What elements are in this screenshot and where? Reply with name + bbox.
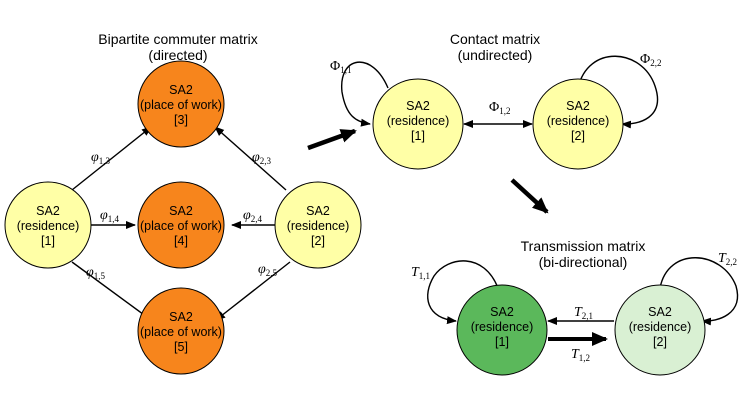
svg-text:[1]: [1] bbox=[411, 129, 425, 143]
svg-text:SA2: SA2 bbox=[490, 305, 514, 319]
label-phi-1-4: φ1,4 bbox=[100, 208, 120, 224]
edge-2-5 bbox=[215, 261, 291, 321]
flow-arrow-to-transmission bbox=[510, 178, 549, 214]
svg-text:SA2: SA2 bbox=[566, 99, 590, 113]
svg-text:SA2: SA2 bbox=[169, 204, 193, 218]
svg-text:(residence): (residence) bbox=[471, 320, 534, 334]
node-residence-2: SA2 (residence) [2] bbox=[274, 181, 362, 269]
bipartite-title-line2: (directed) bbox=[148, 47, 207, 63]
svg-text:(residence): (residence) bbox=[547, 114, 610, 128]
flow-arrow-to-contact bbox=[307, 128, 357, 151]
node-work-3: SA2 (place of work) [3] bbox=[137, 60, 225, 148]
svg-text:(residence): (residence) bbox=[387, 114, 450, 128]
svg-text:(place of work): (place of work) bbox=[140, 325, 222, 339]
svg-text:(residence): (residence) bbox=[287, 219, 350, 233]
label-phi-2-5: φ2,5 bbox=[258, 262, 278, 278]
label-Phi-1-1: Φ1,1 bbox=[330, 59, 351, 75]
svg-text:(place of work): (place of work) bbox=[140, 219, 222, 233]
edge-contact-self-2 bbox=[577, 55, 658, 129]
edge-1-5 bbox=[71, 261, 152, 321]
edge-transmission-self-1 bbox=[427, 260, 499, 325]
svg-text:SA2: SA2 bbox=[306, 204, 330, 218]
node-work-5: SA2 (place of work) [5] bbox=[137, 287, 225, 375]
svg-text:SA2: SA2 bbox=[648, 305, 672, 319]
svg-text:SA2: SA2 bbox=[406, 99, 430, 113]
label-T-2-1: T2,1 bbox=[574, 305, 593, 321]
edge-contact-self-1 bbox=[341, 61, 389, 127]
svg-text:[2]: [2] bbox=[653, 335, 667, 349]
label-T-1-2: T1,2 bbox=[571, 347, 590, 363]
label-T-1-1: T1,1 bbox=[411, 265, 430, 281]
svg-text:[5]: [5] bbox=[174, 340, 188, 354]
svg-text:[1]: [1] bbox=[495, 335, 509, 349]
edge-transmission-self-2 bbox=[659, 257, 739, 326]
bipartite-title-line1: Bipartite commuter matrix bbox=[98, 31, 257, 47]
svg-text:[2]: [2] bbox=[571, 129, 585, 143]
node-work-4: SA2 (place of work) [4] bbox=[137, 181, 225, 269]
label-phi-2-3: φ2,3 bbox=[252, 150, 272, 166]
svg-text:[2]: [2] bbox=[311, 234, 325, 248]
edge-1-3 bbox=[71, 126, 152, 191]
svg-text:(residence): (residence) bbox=[629, 320, 692, 334]
node-residence-1: SA2 (residence) [1] bbox=[4, 181, 92, 269]
svg-text:(place of work): (place of work) bbox=[140, 98, 222, 112]
svg-text:[3]: [3] bbox=[174, 113, 188, 127]
transmission-title-line1: Transmission matrix bbox=[521, 238, 646, 254]
label-T-2-2: T2,2 bbox=[718, 251, 737, 267]
transmission-title-line2: (bi-directional) bbox=[539, 254, 628, 270]
edge-2-3 bbox=[214, 126, 287, 191]
contact-title-line1: Contact matrix bbox=[450, 31, 540, 47]
label-Phi-1-2: Φ1,2 bbox=[489, 100, 510, 116]
transmission-node-residence-1: SA2 (residence) [1] bbox=[456, 284, 548, 376]
contact-node-residence-1: SA2 (residence) [1] bbox=[372, 78, 464, 170]
transmission-node-residence-2: SA2 (residence) [2] bbox=[614, 284, 706, 376]
svg-text:SA2: SA2 bbox=[169, 83, 193, 97]
svg-text:[4]: [4] bbox=[174, 234, 188, 248]
svg-text:(residence): (residence) bbox=[17, 219, 80, 233]
label-phi-2-4: φ2,4 bbox=[243, 208, 263, 224]
label-phi-1-5: φ1,5 bbox=[86, 265, 106, 281]
svg-text:[1]: [1] bbox=[41, 234, 55, 248]
label-Phi-2-2: Φ2,2 bbox=[640, 52, 661, 68]
contact-node-residence-2: SA2 (residence) [2] bbox=[532, 78, 624, 170]
label-phi-1-3: φ1,3 bbox=[91, 150, 111, 166]
contact-title-line2: (undirected) bbox=[458, 47, 533, 63]
svg-text:SA2: SA2 bbox=[169, 310, 193, 324]
svg-text:SA2: SA2 bbox=[36, 204, 60, 218]
